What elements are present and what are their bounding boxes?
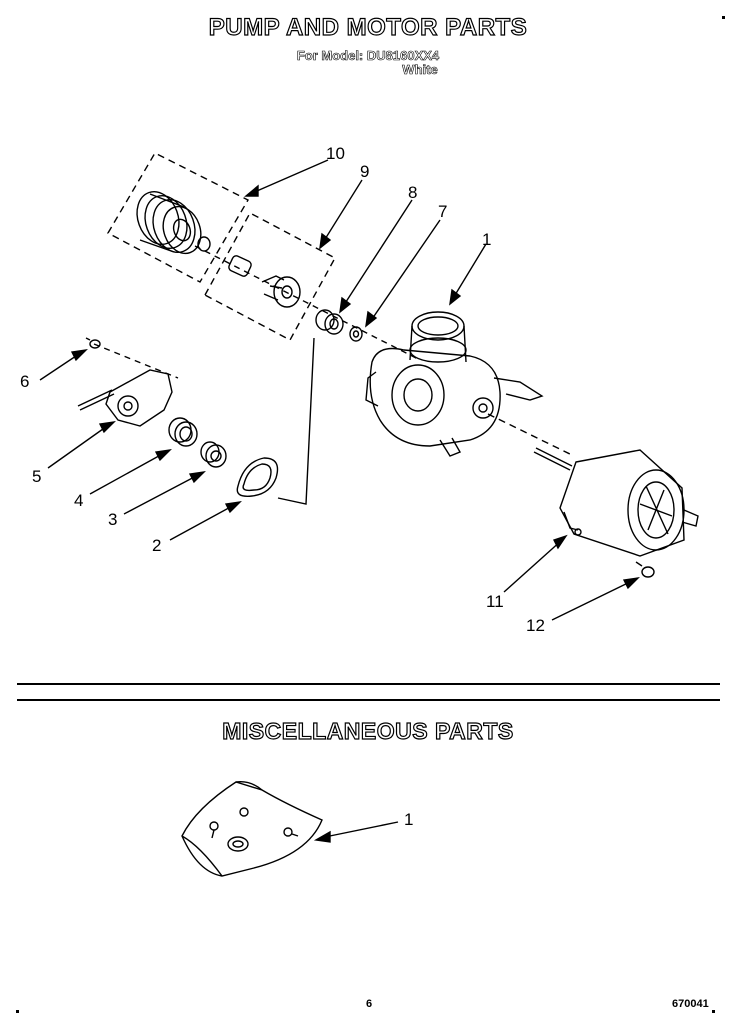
part-11-motor <box>533 447 699 557</box>
page-number: 6 <box>366 998 373 1010</box>
callout-9: 9 <box>360 162 370 181</box>
section-divider-bottom <box>17 699 720 701</box>
misc-section-title: MISCELLANEOUS PARTS <box>222 717 514 744</box>
corner-mark <box>722 16 725 19</box>
part-10-seal-assembly <box>136 191 211 255</box>
color-line: White <box>402 62 438 78</box>
misc-part-1-parts-bag <box>181 780 399 877</box>
assembly-guide-line <box>277 337 315 505</box>
callout-12: 12 <box>526 616 545 635</box>
misc-callout-1: 1 <box>404 810 414 829</box>
part-2-gasket <box>236 457 279 497</box>
callout-7: 7 <box>438 202 448 221</box>
corner-mark <box>712 1010 715 1013</box>
callout-4: 4 <box>74 491 84 510</box>
part-1-pump-housing <box>365 311 544 457</box>
callout-leaders <box>39 159 640 621</box>
group-box-9 <box>204 212 336 341</box>
part-8-seal <box>315 309 344 335</box>
model-line: For Model: DU8160XX4 <box>296 48 440 64</box>
doc-number: 670041 <box>672 998 709 1010</box>
part-9-impeller <box>228 255 301 308</box>
callout-6: 6 <box>20 372 30 391</box>
callout-2: 2 <box>152 536 162 555</box>
callout-8: 8 <box>408 183 418 202</box>
part-7-washer <box>349 326 363 342</box>
group-box-10 <box>107 152 249 283</box>
callout-1: 1 <box>482 230 492 249</box>
part-6-screw <box>85 337 101 349</box>
part-4-seal-ring <box>168 417 198 447</box>
part-3-impeller-cap <box>200 441 227 468</box>
callout-10: 10 <box>326 144 345 163</box>
section-divider-top <box>17 683 720 685</box>
callout-3: 3 <box>108 510 118 529</box>
part-12-screw <box>635 561 655 578</box>
page-title: PUMP AND MOTOR PARTS <box>208 13 528 41</box>
corner-mark <box>16 1010 19 1013</box>
callout-5: 5 <box>32 467 42 486</box>
part-5-cover <box>77 369 173 427</box>
callout-11: 11 <box>486 592 504 611</box>
